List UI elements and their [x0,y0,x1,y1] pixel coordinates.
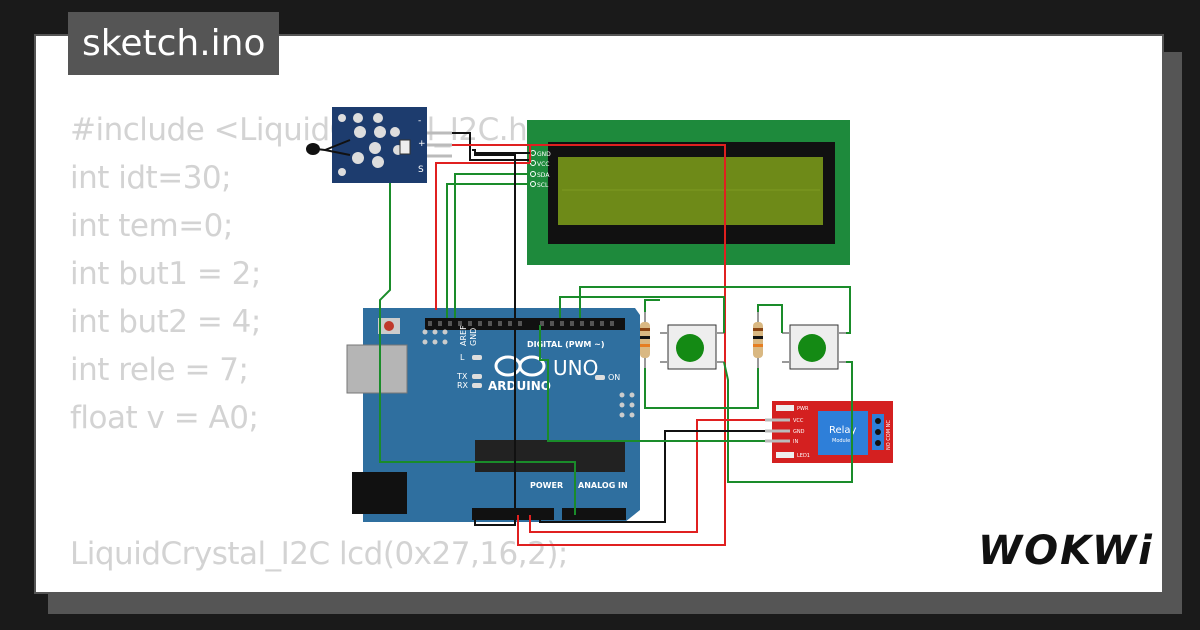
wire-black [472,149,530,154]
code-line: int idt=30; [70,160,232,196]
sensor-pads [338,113,403,176]
resistor-1 [640,312,650,368]
tx-label: TX [456,372,468,381]
wire-red [517,144,726,546]
wire-black [539,430,765,523]
relay-pin-label: VCC [793,418,804,424]
relay-body [818,411,868,455]
power-jack [352,472,407,514]
button-cap[interactable] [676,334,704,362]
lcd-pin-sda[interactable] [530,171,536,177]
lcd-pin-label: SCL [537,182,549,189]
icsp2-header [619,392,635,418]
wire-black [452,132,530,161]
arduino-logo: ARDUINO UNO [488,355,598,393]
relay-sublabel: Module [832,438,850,444]
gnd-label: GND [469,328,478,346]
wire-green [454,173,530,318]
arduino-uno-board[interactable]: DIGITAL (PWM ~) L TX RX ON AREF GND POWE… [346,308,640,522]
wire-green [379,183,576,515]
code-line: int rele = 7; [70,352,249,388]
sketch-filename-tab[interactable]: sketch.ino [68,12,280,75]
digital-header [425,318,625,330]
relay-led-label: LED1 [797,453,810,459]
sensor-pin-label: - [418,116,421,126]
wire-green [644,299,660,312]
wire-green [644,368,759,409]
code-line: int but1 = 2; [70,256,261,292]
wires [379,132,853,546]
code-text: #include <LiquidCrystal_I2C.h> int idt=3… [70,106,553,442]
power-label: POWER [530,481,563,490]
pwr-led [776,405,794,411]
wire-green [723,361,853,483]
wire-red [529,419,765,533]
atmega-chip [475,440,625,472]
relay-label: Relay [829,425,857,436]
icsp-header [422,329,448,345]
analog-label: ANALOG IN [578,481,628,490]
status-leds [472,355,605,388]
relay-terminals: NO COM NC [886,420,892,450]
code-line: int tem=0; [70,208,233,244]
wire-black [474,154,516,526]
relay-pwr-label: PWR [797,406,809,412]
relay-pins [765,418,790,443]
lcd-pin-label: VCC [537,161,549,168]
pushbutton-2[interactable] [782,324,846,370]
wokwi-logo: WOKWi [978,528,1154,574]
rx-label: RX [457,381,469,390]
thermistor-icon [306,143,320,155]
lcd-module[interactable]: GND VCC SDA SCL [527,120,850,265]
sensor-pin-label: + [418,139,426,149]
code-line: int but2 = 4; [70,304,261,340]
code-line-lcd: LiquidCrystal_I2C lcd(0x27,16,2); [70,536,568,572]
lcd-pin-label: GND [537,151,551,158]
wire-red [435,162,530,310]
resistor-2 [753,312,763,368]
analog-header [562,508,626,520]
on-label: ON [608,373,620,382]
lcd-pin-label: SDA [537,172,550,179]
board-model: UNO [553,356,598,380]
wire-green [559,296,725,333]
led1 [776,452,794,458]
button-cap[interactable] [798,334,826,362]
temperature-sensor-module[interactable]: - + S [306,107,452,183]
usb-port [346,344,408,394]
digital-label: DIGITAL (PWM ~) [527,340,605,349]
code-line: float v = A0; [70,400,259,436]
power-header [472,508,554,520]
sensor-pin-label: S [418,165,424,175]
lcd-screen [558,157,823,225]
aref-label: AREF [459,325,468,346]
reset-button[interactable] [384,321,394,331]
board-brand: ARDUINO [488,379,551,393]
wire-green [446,183,530,318]
sensor-resistor [399,139,411,155]
l-led-label: L [460,353,465,362]
wire-green [539,325,765,442]
wire-green [757,304,783,333]
lcd-pin-scl[interactable] [530,181,536,187]
relay-module[interactable]: Relay Module NO COM NC PWR LED1 VCC GND … [765,401,893,463]
pushbutton-1[interactable] [660,324,724,370]
relay-pin-label: IN [793,439,798,445]
sensor-pins [427,131,452,158]
relay-pin-label: GND [793,429,805,435]
